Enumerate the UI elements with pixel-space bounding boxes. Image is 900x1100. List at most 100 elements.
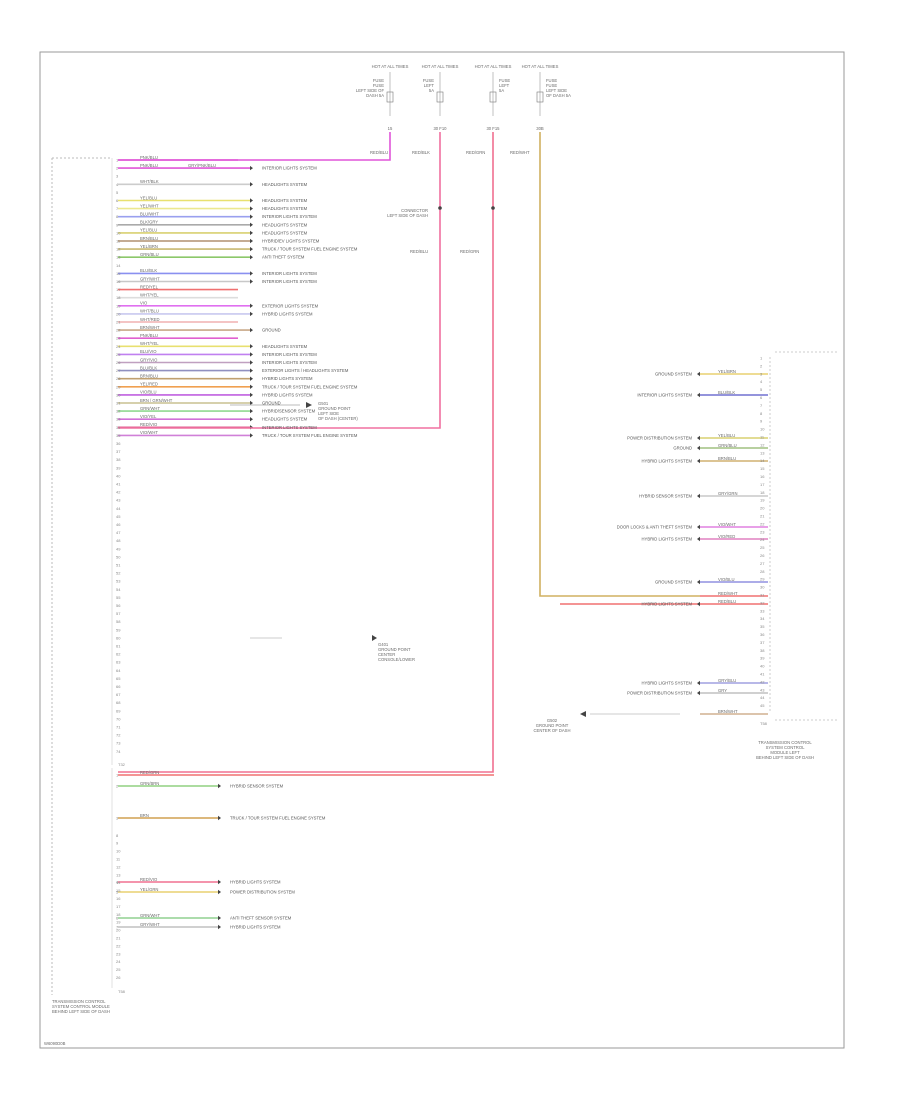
destination-label: GROUND SYSTEM bbox=[655, 372, 693, 377]
pin-number: 55 bbox=[116, 595, 121, 600]
pin-number: 9 bbox=[116, 222, 119, 227]
pin-number: 26 bbox=[760, 553, 765, 558]
pin-number: 17 bbox=[116, 904, 121, 909]
wire-arrow bbox=[250, 433, 253, 438]
wire-arrow bbox=[250, 352, 253, 357]
destination-label: INTERIOR LIGHTS SYSTEM bbox=[637, 393, 692, 398]
pin-number: 18 bbox=[116, 295, 121, 300]
pin-number: 4 bbox=[760, 379, 763, 384]
pin-number: 38 bbox=[760, 648, 765, 653]
wire-arrow bbox=[250, 230, 253, 236]
pin-number: 35 bbox=[116, 433, 121, 438]
pin-number: 26 bbox=[116, 975, 121, 980]
pin-number: 19 bbox=[116, 920, 121, 925]
destination-label: HYBRID LIGHTS SYSTEM bbox=[262, 311, 313, 316]
pin-number: 65 bbox=[116, 676, 121, 681]
destination-label: HYBRID LIGHTS SYSTEM bbox=[230, 925, 281, 930]
fuse-panel-label: HOT AT ALL TIMES bbox=[475, 64, 512, 69]
pin-number: 24 bbox=[760, 537, 765, 542]
wire-color-label: RED/BLU bbox=[718, 599, 736, 604]
destination-label: HEADLIGHTS SYSTEM bbox=[262, 206, 308, 211]
ground-label: G501 bbox=[318, 401, 329, 406]
fuse-panel-label: HOT AT ALL TIMES bbox=[522, 64, 559, 69]
wire-color-label: BRN/BLU bbox=[140, 374, 158, 379]
pin-number: 36 bbox=[760, 632, 765, 637]
splice-dot bbox=[491, 206, 495, 210]
wire-color-label: BLU/BLK bbox=[718, 390, 735, 395]
pin-number: 8 bbox=[116, 214, 119, 219]
pin-number: 2 bbox=[116, 784, 119, 789]
pin-number: 5 bbox=[116, 190, 119, 195]
destination-label: INTERIOR LIGHTS SYSTEM bbox=[262, 279, 317, 284]
wire-arrow bbox=[250, 400, 253, 406]
pin-number: 6 bbox=[760, 395, 763, 400]
fuse-label: FUSE bbox=[499, 78, 510, 83]
wire-color-label: BLU/BLK bbox=[140, 365, 157, 370]
wire-color-label: BRN/WHT bbox=[718, 709, 738, 714]
pin-number: 22 bbox=[116, 943, 121, 948]
destination-label: INTERIOR LIGHTS SYSTEM bbox=[262, 214, 317, 219]
wire-color-label: RED/VIO bbox=[140, 877, 158, 882]
pin-number: 1 bbox=[116, 773, 119, 778]
wire-arrow bbox=[697, 536, 700, 542]
wire-arrow bbox=[250, 238, 253, 244]
wire-color-label: WHT/YEL bbox=[140, 341, 159, 346]
wire-arrow bbox=[250, 408, 253, 414]
pin-number: 7 bbox=[116, 925, 119, 930]
destination-label: HEADLIGHTS SYSTEM bbox=[262, 344, 308, 349]
pin-number: 53 bbox=[116, 579, 121, 584]
destination-label: POWER DISTRIBUTION SYSTEM bbox=[627, 436, 692, 441]
pin-number: 4 bbox=[116, 182, 119, 187]
pin-number: 41 bbox=[116, 482, 121, 487]
wire-color-label: PNK/BLU bbox=[140, 333, 158, 338]
destination-label: HEADLIGHTS SYSTEM bbox=[262, 198, 308, 203]
pin-number: 7 bbox=[760, 403, 763, 408]
wire-arrow bbox=[697, 493, 700, 499]
wire-color-label: RED/GRN bbox=[140, 770, 159, 775]
destination-label: GROUND bbox=[262, 328, 281, 333]
wire-color-label: YEL/GRN bbox=[140, 887, 158, 892]
wire-color-label: GRY/VIO bbox=[140, 357, 158, 362]
wire-color-label: WHT/BLU bbox=[140, 309, 159, 314]
wire-arrow bbox=[218, 815, 221, 821]
fuse-circuit-label: 30 F10 bbox=[433, 126, 447, 131]
pin-number: 30 bbox=[116, 392, 121, 397]
pin-number: 36 bbox=[116, 441, 121, 446]
destination-label: HYBRID LIGHTS SYSTEM bbox=[262, 376, 313, 381]
destination-label: INTERIOR LIGHTS SYSTEM bbox=[262, 425, 317, 430]
wire-color-label: GRY bbox=[718, 688, 727, 693]
wire-color-label: YEL/BRN bbox=[140, 244, 158, 249]
wire-color-label: BLK/GRY bbox=[140, 220, 158, 225]
pin-number: 23 bbox=[760, 529, 765, 534]
wire-color-label: BRN / GRN/WHT bbox=[140, 398, 173, 403]
pin-number: 48 bbox=[116, 538, 121, 543]
fuse-label: 5A bbox=[429, 88, 434, 93]
pin-number: 67 bbox=[116, 692, 121, 697]
pin-number: 45 bbox=[760, 703, 765, 708]
destination-label: EXTERIOR LIGHTS / HEADLIGHTS SYSTEM bbox=[262, 368, 349, 373]
pin-number: 68 bbox=[116, 700, 121, 705]
pin-number: 19 bbox=[116, 303, 121, 308]
mid-wire-label: RED/BLU bbox=[410, 249, 428, 254]
wire-color-label: WHT/YEL bbox=[140, 293, 159, 298]
pin-number: 39 bbox=[760, 656, 765, 661]
wire-arrow bbox=[697, 371, 700, 377]
fuse-circuit-label: 30 F15 bbox=[486, 126, 500, 131]
pin-number: 20 bbox=[116, 311, 121, 316]
pin-number: 1 bbox=[116, 158, 119, 163]
ground-symbol bbox=[580, 711, 586, 717]
fuse-label: FUSE bbox=[546, 83, 557, 88]
pin-number: 50 bbox=[116, 554, 121, 559]
pin-number: 33 bbox=[116, 417, 121, 422]
pin-number: 34 bbox=[116, 425, 121, 430]
wire-arrow bbox=[250, 222, 253, 227]
wire-arrow bbox=[697, 690, 700, 696]
top-wire-label: RED/BLU bbox=[370, 150, 388, 155]
pin-number: 3 bbox=[760, 371, 763, 376]
diagram-border bbox=[39, 51, 845, 1049]
pin-number: 21 bbox=[116, 320, 121, 325]
mid-wire-label: RED/GRN bbox=[460, 249, 479, 254]
wire-color-label: WHT/BLK bbox=[140, 179, 159, 184]
destination-label: GROUND bbox=[262, 401, 281, 406]
